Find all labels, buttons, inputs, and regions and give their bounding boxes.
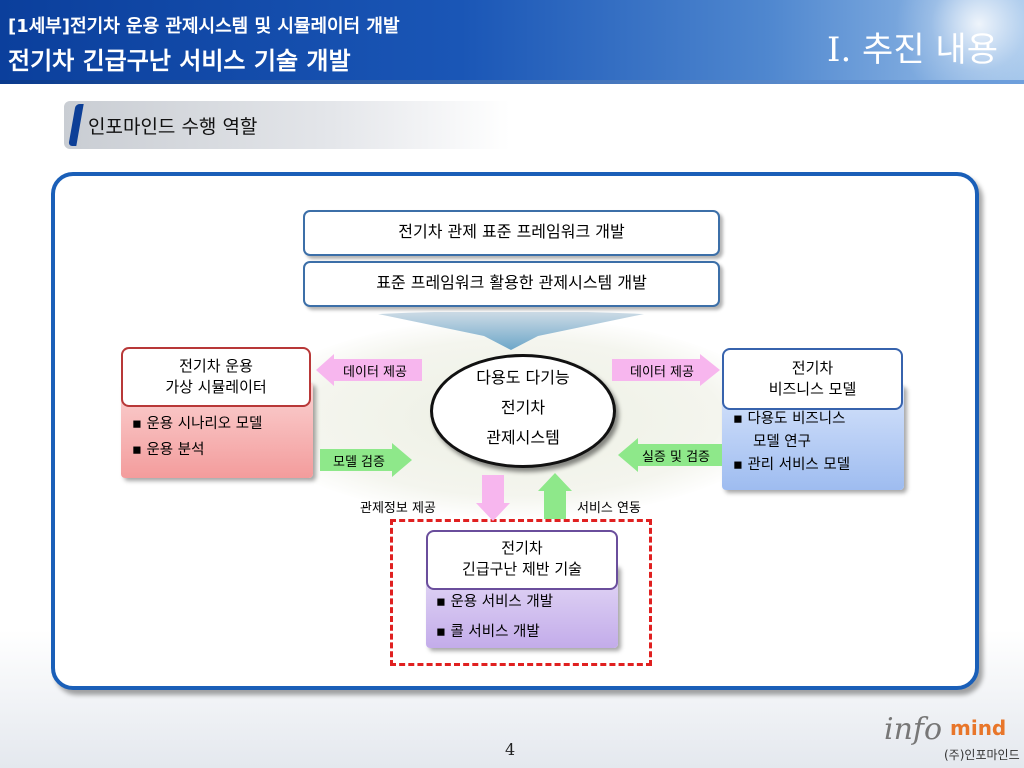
highlight-dashed-box — [390, 519, 652, 666]
left-model-label: 모델 검증 — [333, 454, 385, 470]
framework-box: 전기차 관제 표준 프레임워크 개발 — [303, 210, 720, 256]
list-item: 운용 시나리오 모델 — [132, 411, 262, 437]
simulator-heading-line2: 가상 시뮬레이터 — [165, 378, 267, 396]
right-data-arrow: 데이터 제공 — [612, 354, 720, 386]
business-bullet-2: 관리 서비스 모델 — [747, 457, 851, 473]
business-bullet-1-line2: 모델 연구 — [753, 434, 811, 450]
right-pointing-arrow-icon — [612, 354, 720, 386]
center-line1: 다용도 다기능 — [476, 368, 570, 387]
page-title: 전기차 긴급구난 서비스 기술 개발 — [8, 47, 351, 75]
up-arrow-icon — [538, 473, 572, 519]
left-data-label: 데이터 제공 — [343, 364, 407, 380]
left-pointing-arrow-icon — [316, 354, 422, 386]
list-item: 운용 분석 — [132, 437, 262, 463]
control-system-box: 표준 프레임워크 활용한 관제시스템 개발 — [303, 261, 720, 307]
page-number: 4 — [505, 740, 516, 759]
subtitle-text: 인포마인드 수행 역할 — [88, 116, 258, 138]
company-logo: info — [884, 712, 943, 747]
rescue-heading-line1: 전기차 — [501, 539, 543, 557]
rescue-bullets: 운용 서비스 개발 콜 서비스 개발 — [436, 587, 553, 647]
title-bar: [1세부]전기차 운용 관제시스템 및 시뮬레이터 개발 전기차 긴급구난 서비… — [0, 0, 1024, 80]
rescue-tech-heading: 전기차 긴급구난 제반 기술 — [426, 530, 618, 590]
business-bullets: ▪ 다용도 비즈니스 모델 연구 ▪ 관리 서비스 모델 — [733, 411, 851, 473]
simulator-heading-line1: 전기차 운용 — [179, 357, 253, 375]
business-heading-line1: 전기차 — [791, 359, 834, 377]
header-divider — [0, 80, 1024, 84]
rescue-heading-line2: 긴급구난 제반 기술 — [462, 560, 582, 578]
simulator-card-heading: 전기차 운용 가상 시뮬레이터 — [121, 347, 311, 407]
logo-mind-text: mind — [950, 716, 1007, 740]
up-arrow-label: 서비스 연동 — [577, 501, 641, 516]
right-pointing-arrow-icon — [320, 443, 412, 477]
right-verify-label: 실증 및 검증 — [641, 449, 711, 465]
business-bullet-1-line1: 다용도 비즈니스 — [747, 411, 846, 427]
right-data-label: 데이터 제공 — [630, 364, 694, 380]
business-model-heading: 전기차 비즈니스 모델 — [722, 348, 903, 410]
business-heading-line2: 비즈니스 모델 — [768, 380, 857, 398]
company-logo-accent: mind — [950, 716, 1006, 740]
right-verify-arrow: 실증 및 검증 — [618, 438, 722, 472]
funnel-arrow — [378, 312, 644, 350]
central-control-system: 다용도 다기능 전기차 관제시스템 — [430, 354, 616, 468]
header-subtitle: [1세부]전기차 운용 관제시스템 및 시뮬레이터 개발 — [8, 16, 400, 37]
company-name: (주)인포마인드 — [944, 748, 1020, 762]
down-arrow-label: 관제정보 제공 — [360, 501, 436, 516]
center-line3: 관제시스템 — [486, 428, 560, 447]
left-model-arrow: 모델 검증 — [320, 443, 412, 477]
center-line2: 전기차 — [500, 398, 546, 417]
list-item: 운용 서비스 개발 — [436, 587, 553, 617]
left-pointing-arrow-icon — [618, 438, 722, 472]
simulator-bullets: 운용 시나리오 모델 운용 분석 — [132, 411, 262, 463]
header-glow-decoration — [874, 0, 1024, 80]
section-heading: Ⅰ. 추진 내용 — [827, 30, 998, 70]
down-arrow-icon — [476, 475, 510, 521]
subtitle-bar — [64, 101, 510, 149]
list-item: 콜 서비스 개발 — [436, 617, 553, 647]
left-data-arrow: 데이터 제공 — [316, 354, 422, 386]
